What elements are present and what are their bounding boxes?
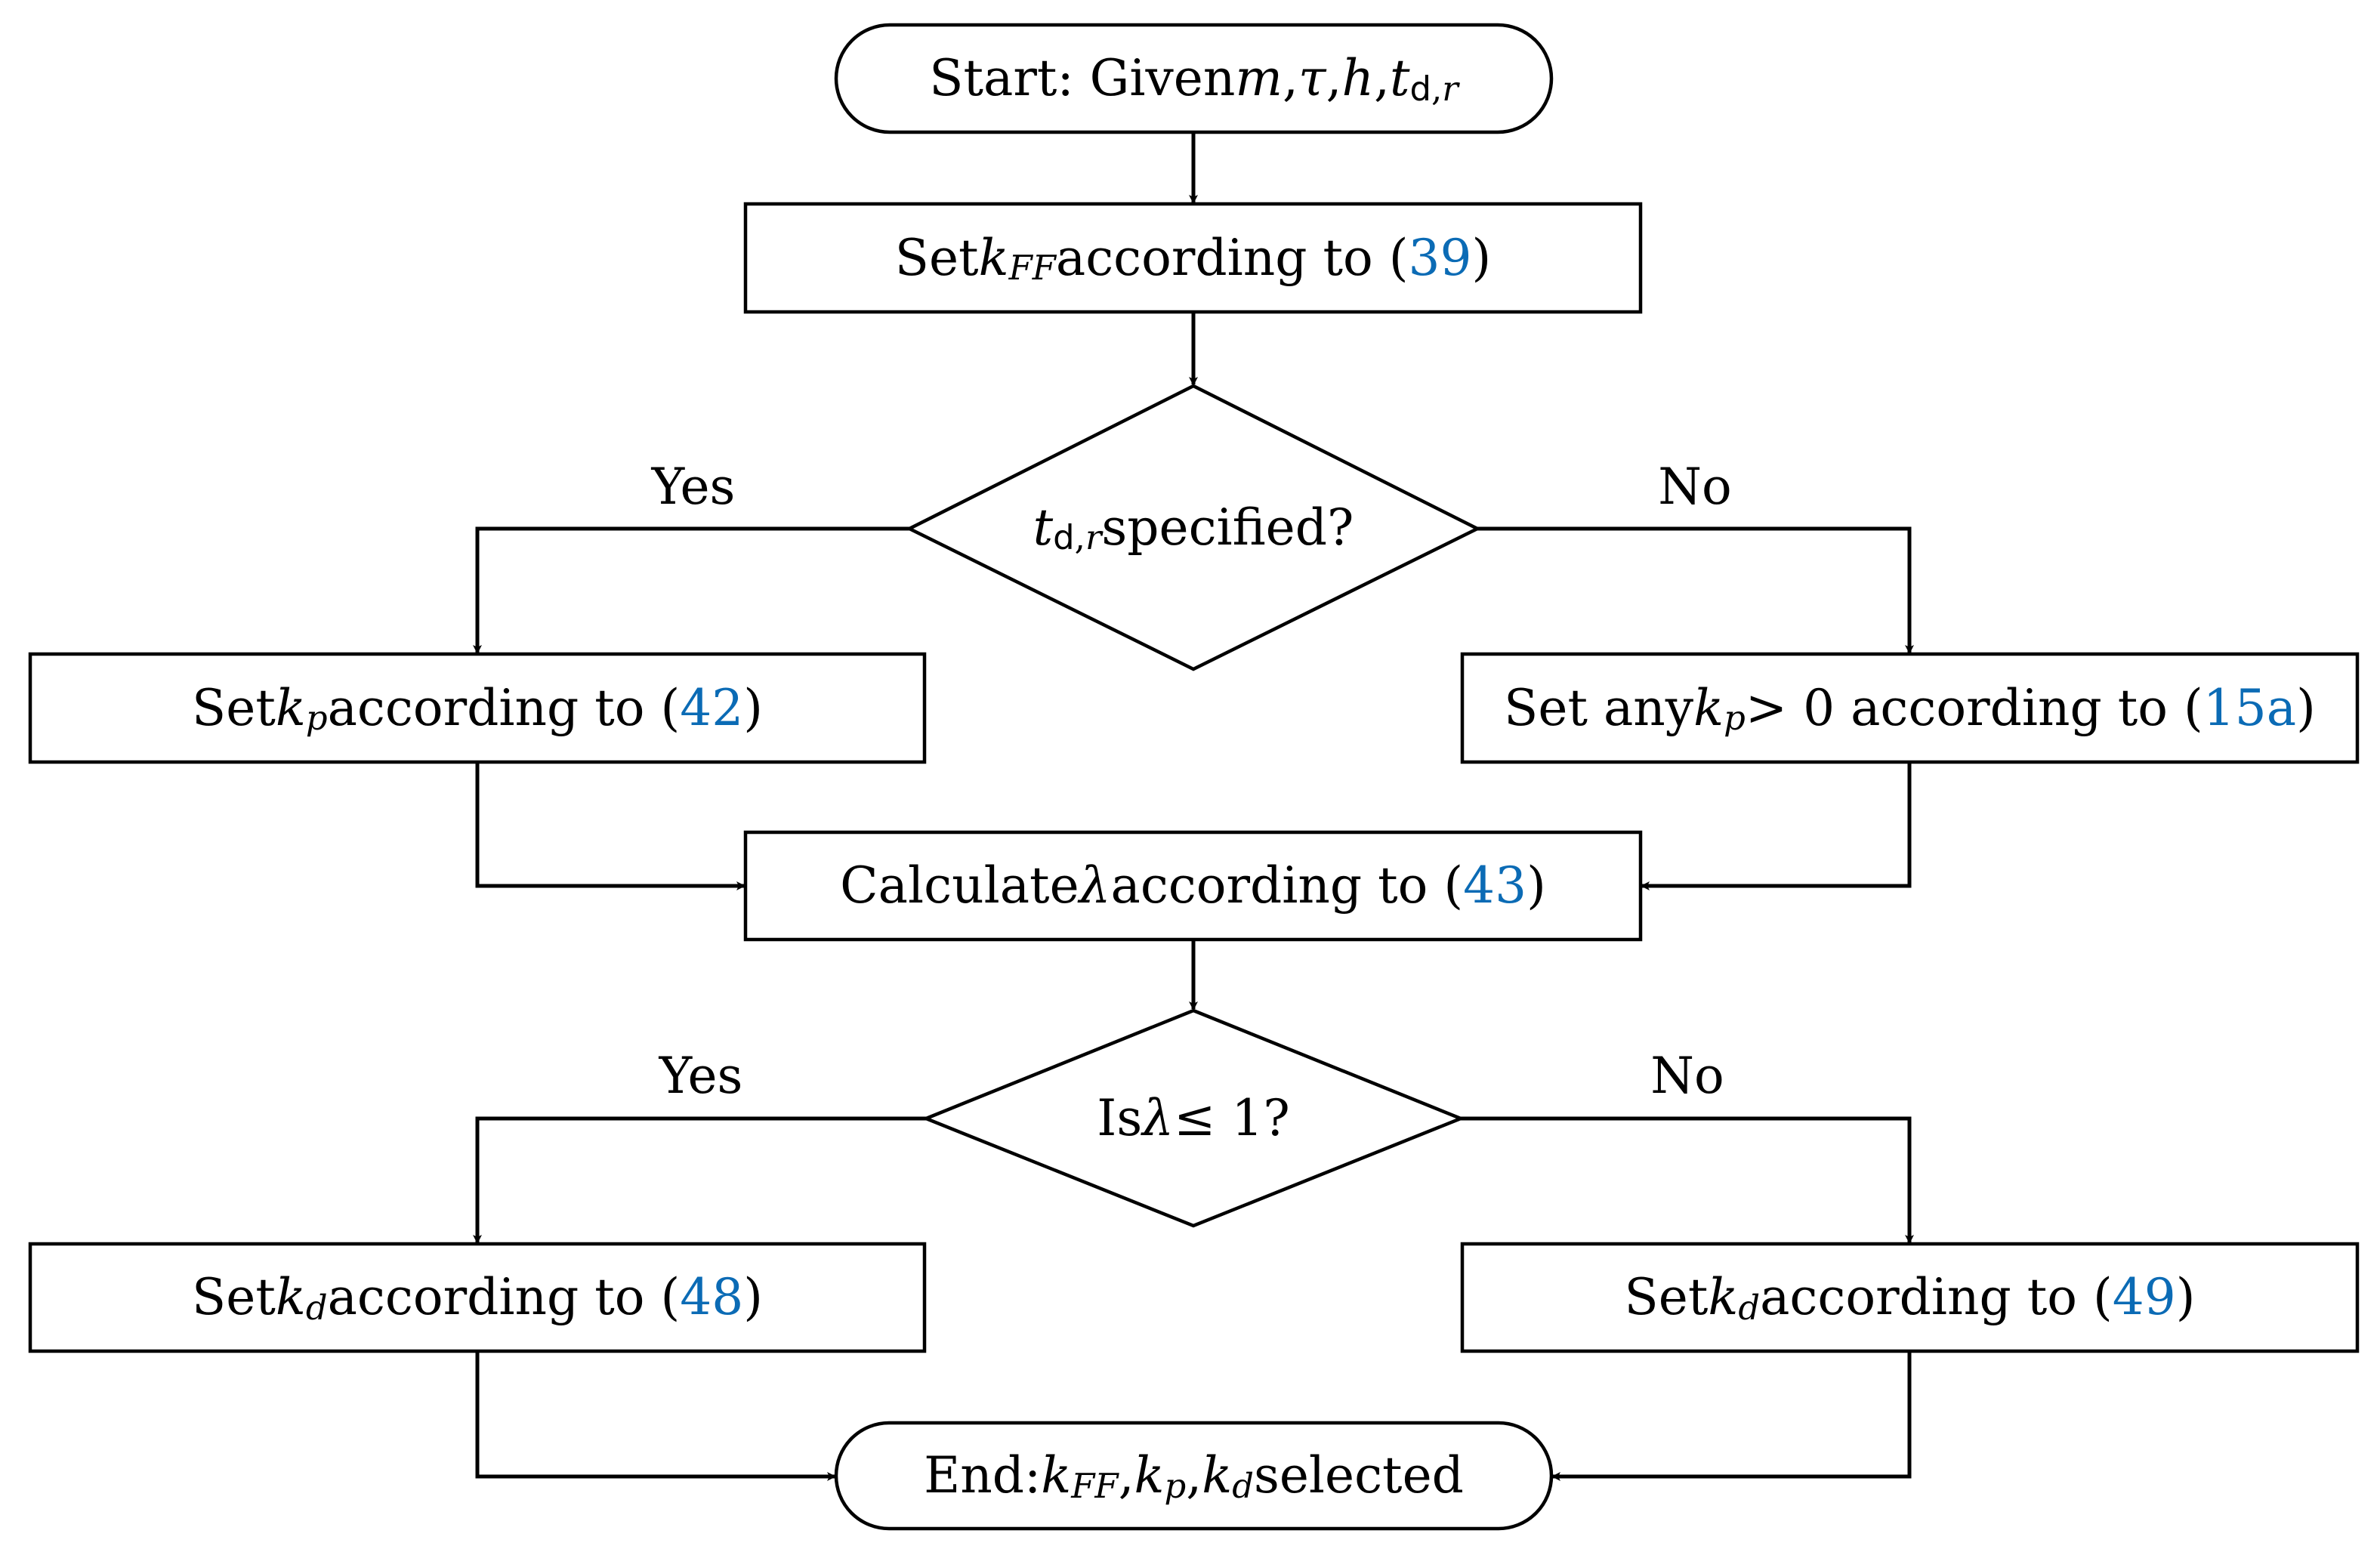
- k-symbol: k: [1693, 678, 1724, 737]
- kd-subscript: d: [305, 1287, 328, 1328]
- set-kp-15a-box: [1460, 652, 2360, 764]
- subscript-d: d: [1053, 517, 1075, 558]
- set-any-kp-before: Set any: [1504, 678, 1694, 737]
- set-any-kp-mid: > 0 according to (: [1745, 678, 2203, 737]
- lambda-symbol: λ: [1142, 1088, 1175, 1147]
- start-t-symbol: t: [1389, 49, 1410, 107]
- k-symbol: k: [1134, 1446, 1165, 1504]
- calculate-after: according to (: [1110, 856, 1464, 915]
- subscript-separator: ,: [1431, 68, 1443, 109]
- equation-ref-link[interactable]: 39: [1408, 228, 1472, 287]
- set-kd-before: Set: [192, 1268, 276, 1326]
- k-symbol: k: [978, 228, 1009, 287]
- close-paren: ): [743, 1268, 763, 1326]
- close-paren: ): [1471, 228, 1492, 287]
- set-kp-after: according to (: [327, 678, 681, 737]
- kd-subscript: d: [1738, 1287, 1761, 1328]
- edge-lambda-yes: [473, 1116, 926, 1244]
- set-kd-after: according to (: [327, 1268, 681, 1326]
- start-separator: ,: [1326, 49, 1342, 107]
- kp-subscript: p: [1724, 698, 1746, 739]
- yes-label-lambda: Yes: [659, 1047, 743, 1105]
- close-paren: ): [1526, 856, 1546, 915]
- k-symbol: k: [275, 678, 306, 737]
- equation-ref-link[interactable]: 42: [680, 678, 744, 737]
- lambda-symbol: λ: [1079, 856, 1111, 915]
- subscript-r: r: [1085, 517, 1102, 558]
- start-prefix-text: Start: Given: [929, 49, 1236, 107]
- edge-decision-yes: [473, 526, 909, 654]
- is-text: Is: [1097, 1088, 1143, 1147]
- kff-subscript: FF: [1008, 248, 1056, 289]
- kp-subscript: p: [305, 698, 328, 739]
- end-separator: ,: [1186, 1446, 1202, 1504]
- set-kd-before: Set: [1624, 1268, 1709, 1326]
- td-specified-decision-diamond: [905, 384, 1482, 671]
- subscript-d: d: [1409, 68, 1431, 109]
- edge-kd48-to-end: [475, 1351, 836, 1481]
- edge-lambda-no: [1461, 1116, 1914, 1244]
- start-separator: ,: [1373, 49, 1390, 107]
- equation-ref-link[interactable]: 48: [680, 1268, 744, 1326]
- close-paren: ): [2296, 678, 2316, 737]
- k-symbol: k: [275, 1268, 306, 1326]
- edge-kp42-to-lambda: [475, 762, 745, 890]
- edge-kd49-to-end: [1551, 1351, 1912, 1481]
- subscript-r: r: [1442, 68, 1459, 109]
- set-kff-box: [743, 202, 1643, 314]
- equation-ref-link[interactable]: 43: [1463, 856, 1527, 915]
- calculate-lambda-node: Calculate λ according to (43): [745, 832, 1641, 940]
- no-label-lambda: No: [1650, 1047, 1724, 1105]
- end-separator: ,: [1118, 1446, 1134, 1504]
- close-paren: ): [743, 678, 763, 737]
- edge-kp15a-to-lambda: [1641, 762, 1912, 890]
- subscript-separator: ,: [1074, 517, 1085, 558]
- lambda-decision-diamond: [921, 1008, 1466, 1228]
- td-subscript: d,r: [1053, 520, 1101, 555]
- calculate-before: Calculate: [840, 856, 1079, 915]
- set-kff-before: Set: [894, 228, 979, 287]
- equation-ref-link[interactable]: 49: [2112, 1268, 2176, 1326]
- start-h-symbol: h: [1341, 49, 1374, 107]
- k-symbol: k: [1041, 1446, 1072, 1504]
- close-paren: ): [2175, 1268, 2196, 1326]
- set-kd-after: according to (: [1760, 1268, 2113, 1326]
- end-selected-text: selected: [1254, 1446, 1464, 1504]
- set-kff-after: according to (: [1055, 228, 1409, 287]
- set-kp-before: Set: [192, 678, 276, 737]
- kff-subscript: FF: [1071, 1465, 1119, 1506]
- k-symbol: k: [1708, 1268, 1739, 1326]
- start-t-subscript: d,r: [1409, 72, 1458, 106]
- t-symbol: t: [1033, 498, 1054, 557]
- start-separator: ,: [1282, 49, 1298, 107]
- edge-decision-no: [1477, 526, 1914, 654]
- kd-subscript: d: [1232, 1465, 1254, 1506]
- decision-td-text: specified?: [1101, 498, 1354, 557]
- start-m-symbol: m: [1235, 49, 1283, 107]
- start-tau-symbol: τ: [1298, 49, 1326, 107]
- no-label-td: No: [1658, 458, 1732, 516]
- k-symbol: k: [1202, 1446, 1233, 1504]
- yes-label-td: Yes: [651, 458, 736, 516]
- set-kd-49-box: [1460, 1242, 2360, 1353]
- end-prefix-text: End:: [924, 1446, 1042, 1504]
- kp-subscript: p: [1164, 1465, 1187, 1506]
- leq-one-text: ≤ 1?: [1174, 1088, 1290, 1147]
- set-kd-48-box: [28, 1242, 927, 1353]
- lambda-decision: Is λ ≤ 1?: [926, 1011, 1461, 1226]
- equation-ref-link[interactable]: 15a: [2203, 678, 2297, 737]
